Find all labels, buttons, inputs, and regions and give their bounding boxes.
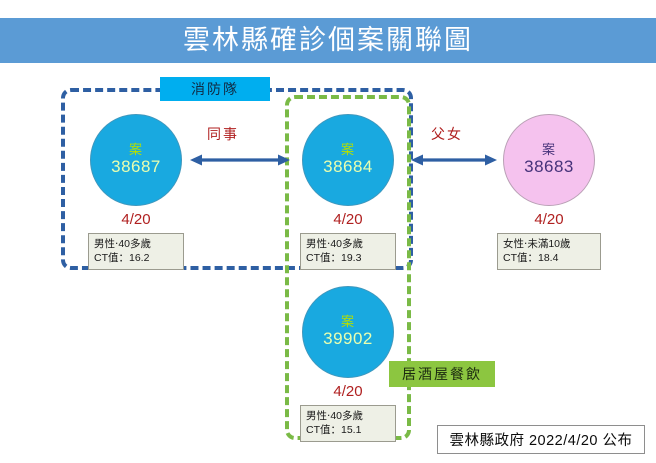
case-word-39902: 案 [340,314,355,330]
double-arrow-icon-father-daughter [411,154,497,166]
case-info-box-38687: 男性‧40多歲 CT值：16.2 [88,233,184,271]
case-ct-value-38683: CT值：18.4 [503,252,559,265]
case-node-38683[interactable]: 案 38683 4/20 女性‧未滿10歲 CT值：18.4 [494,114,604,271]
case-circle-39902[interactable]: 案 39902 [302,286,394,378]
footer-text: 雲林縣政府 2022/4/20 公布 [449,433,633,449]
case-ct-value-38687: CT值：16.2 [94,252,150,265]
case-info-box-38683: 女性‧未滿10歲 CT值：18.4 [497,233,601,271]
case-ct-value-39902: CT值：15.1 [306,424,362,437]
case-date-38683: 4/20 [534,211,564,228]
case-demographics-38684: 男性‧40多歲 [306,238,364,250]
case-date-39902: 4/20 [333,383,363,400]
case-circle-38684[interactable]: 案 38684 [302,114,394,206]
double-arrow-icon-colleague [190,154,290,166]
case-ct-value-38684: CT值：19.3 [306,252,362,265]
case-word-38684: 案 [340,142,355,158]
case-info-box-39902: 男性‧40多歲 CT值：15.1 [300,405,396,443]
case-circle-38683[interactable]: 案 38683 [503,114,595,206]
group-label-izakaya: 居酒屋餐飲 [389,361,495,387]
footer-stamp: 雲林縣政府 2022/4/20 公布 [437,425,645,454]
case-demographics-38687: 男性‧40多歲 [94,238,152,250]
case-circle-38687[interactable]: 案 38687 [90,114,182,206]
case-word-38683: 案 [541,142,556,158]
case-number-39902: 39902 [323,329,373,349]
case-date-38684: 4/20 [333,211,363,228]
case-demographics-39902: 男性‧40多歲 [306,410,364,422]
case-date-38687: 4/20 [121,211,151,228]
case-node-38684[interactable]: 案 38684 4/20 男性‧40多歲 CT值：19.3 [293,114,403,271]
relation-father-daughter: 父女 [409,127,499,175]
relation-label-father-daughter: 父女 [431,126,463,142]
case-node-39902[interactable]: 案 39902 4/20 男性‧40多歲 CT值：15.1 [293,286,403,443]
case-demographics-38683: 女性‧未滿10歲 [503,238,571,250]
case-number-38683: 38683 [524,157,574,177]
case-number-38684: 38684 [323,157,373,177]
case-word-38687: 案 [128,142,143,158]
case-info-box-38684: 男性‧40多歲 CT值：19.3 [300,233,396,271]
page-title: 雲林縣確診個案關聯圖 [183,25,473,55]
relation-colleague: 同事 [188,127,292,175]
case-node-38687[interactable]: 案 38687 4/20 男性‧40多歲 CT值：16.2 [81,114,191,271]
relation-label-colleague: 同事 [207,126,239,142]
case-number-38687: 38687 [111,157,161,177]
page-title-bar: 雲林縣確診個案關聯圖 [0,18,656,63]
group-label-fire-brigade: 消防隊 [160,77,270,101]
